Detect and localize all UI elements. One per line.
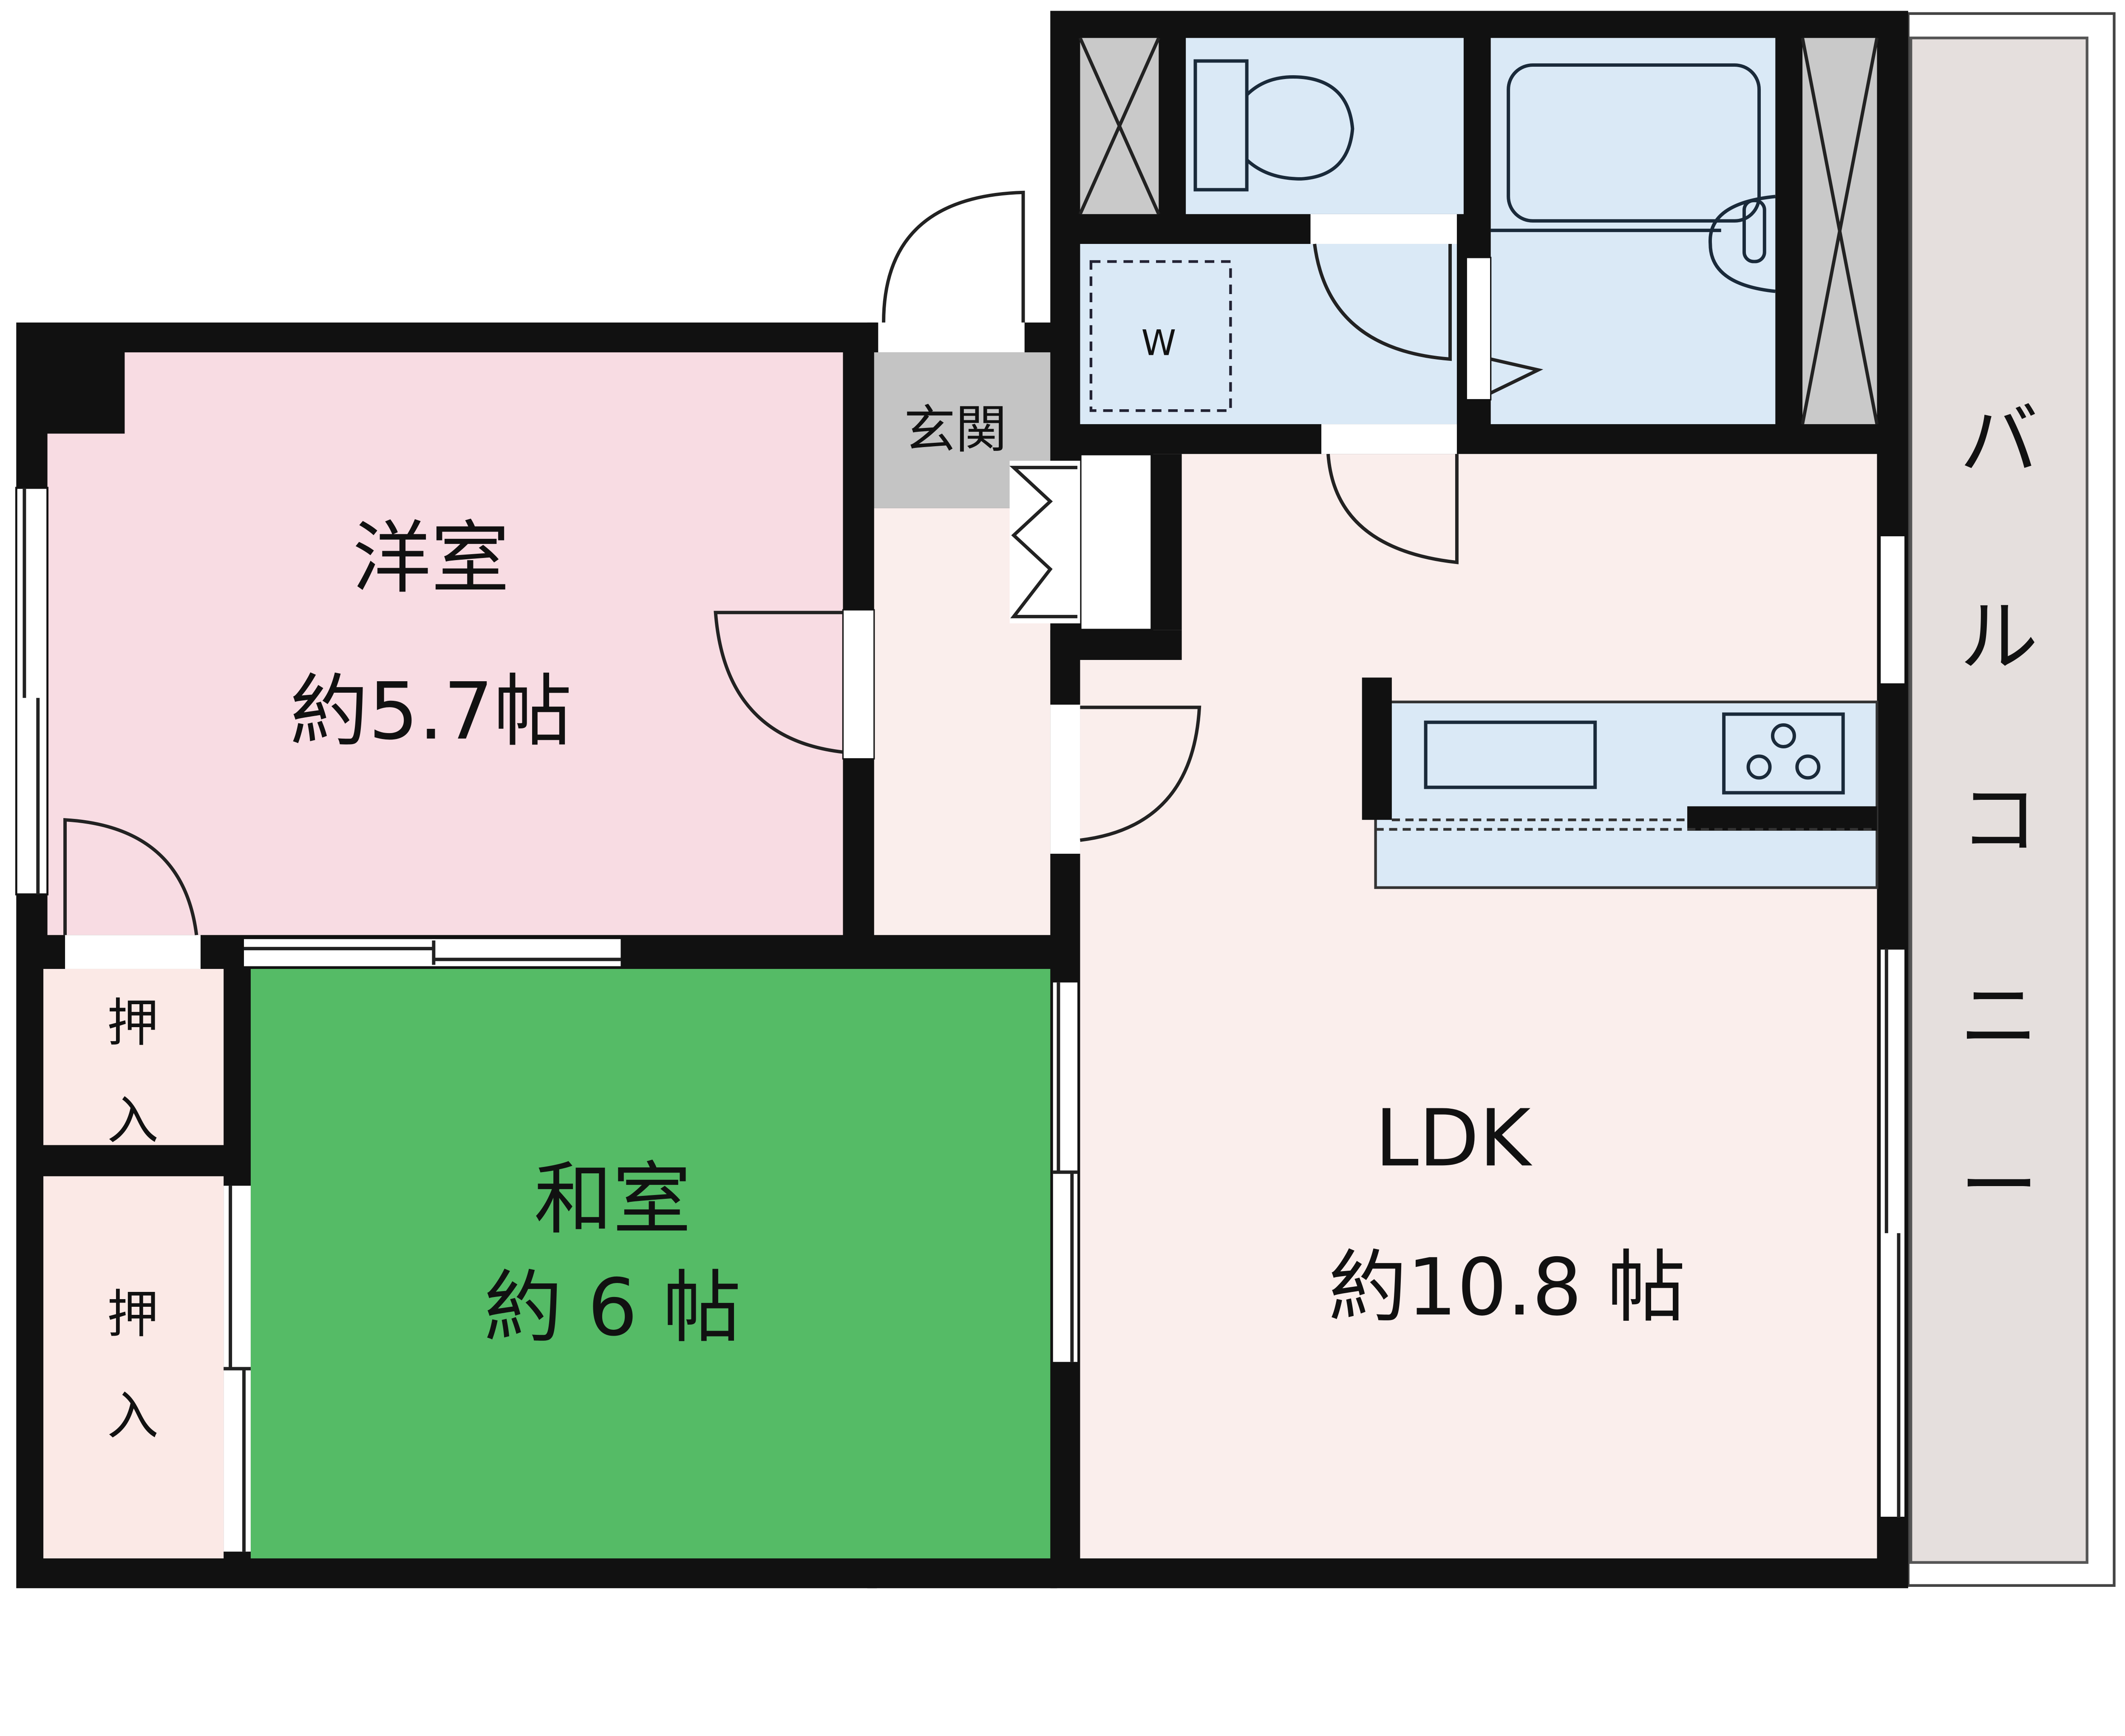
- balcony-char: ニ: [1960, 970, 2038, 1062]
- japanese-room-name: 和室: [534, 1153, 691, 1245]
- front-door-swing[interactable]: [882, 190, 1025, 323]
- ldk-name: LDK: [1375, 1092, 1533, 1184]
- closet-upper-label-1: 押: [107, 993, 159, 1053]
- ldk: [1080, 454, 1877, 1559]
- western-door-gap[interactable]: [842, 609, 875, 760]
- closet-lower-label-1: 押: [107, 1285, 159, 1345]
- closet-door-swing[interactable]: [63, 818, 198, 935]
- balcony-char: ル: [1960, 591, 2038, 683]
- toilet-bowl: [1245, 75, 1354, 181]
- western-room-name: 洋室: [352, 513, 510, 604]
- window-west: [15, 487, 49, 895]
- washroom-door-gap[interactable]: [1321, 424, 1457, 454]
- washer-pan: [1089, 260, 1232, 412]
- shaft-right-cross: [1801, 37, 1879, 425]
- sliding-door-closet-panels[interactable]: [224, 1186, 251, 1552]
- toilet-door-swing[interactable]: [1313, 244, 1452, 361]
- ldk-storage-wall-bottom: [1050, 630, 1182, 660]
- storage-door-fold[interactable]: [1009, 466, 1078, 618]
- closet-lower-label-2: 入: [107, 1386, 159, 1446]
- balcony-char: ー: [1960, 1140, 2038, 1232]
- stove-burner-icon: [1771, 723, 1796, 748]
- ldk-storage-wall: [1152, 454, 1182, 630]
- western-room-size: 約5.7帖: [290, 666, 572, 757]
- toilet-room: [1186, 38, 1464, 214]
- window-ldk-upper: [1878, 534, 1907, 685]
- ldk-size: 約10.8 帖: [1329, 1241, 1686, 1333]
- balcony-char: バ: [1960, 394, 2038, 486]
- kitchen-wall: [1362, 677, 1392, 820]
- ldk-door-gap[interactable]: [1050, 705, 1080, 854]
- sliding-door-japanese-panels[interactable]: [244, 940, 621, 965]
- closet-upper-label-2: 入: [107, 1091, 159, 1151]
- bath-door-fold[interactable]: [1490, 357, 1544, 395]
- washer-label: W: [1141, 322, 1176, 363]
- kitchen-back-wall: [1687, 806, 1877, 831]
- bath-basin: [1742, 198, 1766, 263]
- stove-burner-icon: [1795, 754, 1821, 780]
- stove-burner-icon: [1746, 754, 1772, 780]
- ldk-storage: [1079, 453, 1153, 632]
- window-ldk-lower-panes: [1884, 949, 1901, 1518]
- closet-lower: [43, 1176, 224, 1559]
- window-west-panes: [23, 487, 40, 895]
- bath-basin-outline: [1490, 195, 1776, 293]
- kitchen-sink: [1424, 720, 1597, 789]
- japanese-room: [250, 969, 1051, 1559]
- floor-plan: W 洋室 約5.7帖 玄関 和室 約 6 帖 LDK 約10.8 帖 押 入 押…: [15, 11, 2116, 1589]
- kitchen-cabinet-line: [1375, 818, 1877, 831]
- closet-upper: [43, 969, 224, 1145]
- front-door-gap[interactable]: [878, 320, 1025, 353]
- stove: [1722, 712, 1845, 795]
- window-ldk-lower: [1878, 947, 1907, 1519]
- bath-door[interactable]: [1465, 257, 1492, 401]
- toilet-tank: [1193, 59, 1249, 192]
- western-room: [47, 352, 843, 935]
- balcony: [1909, 37, 2088, 1564]
- closet-door-gap[interactable]: [65, 935, 201, 969]
- kitchen-counter: [1374, 700, 1878, 889]
- japanese-room-size: 約 6 帖: [484, 1262, 741, 1354]
- balcony-char: コ: [1960, 774, 2038, 866]
- western-door-swing[interactable]: [714, 611, 843, 754]
- washroom-door-swing[interactable]: [1326, 453, 1459, 564]
- shaft-left-cross: [1078, 37, 1161, 215]
- entrance-label: 玄関: [904, 399, 1007, 459]
- bathtub: [1507, 63, 1761, 223]
- toilet-door-gap[interactable]: [1310, 214, 1457, 244]
- sliding-door-ldk-panels[interactable]: [1053, 982, 1078, 1362]
- washroom: [1080, 244, 1457, 425]
- ldk-door-swing[interactable]: [1080, 705, 1201, 842]
